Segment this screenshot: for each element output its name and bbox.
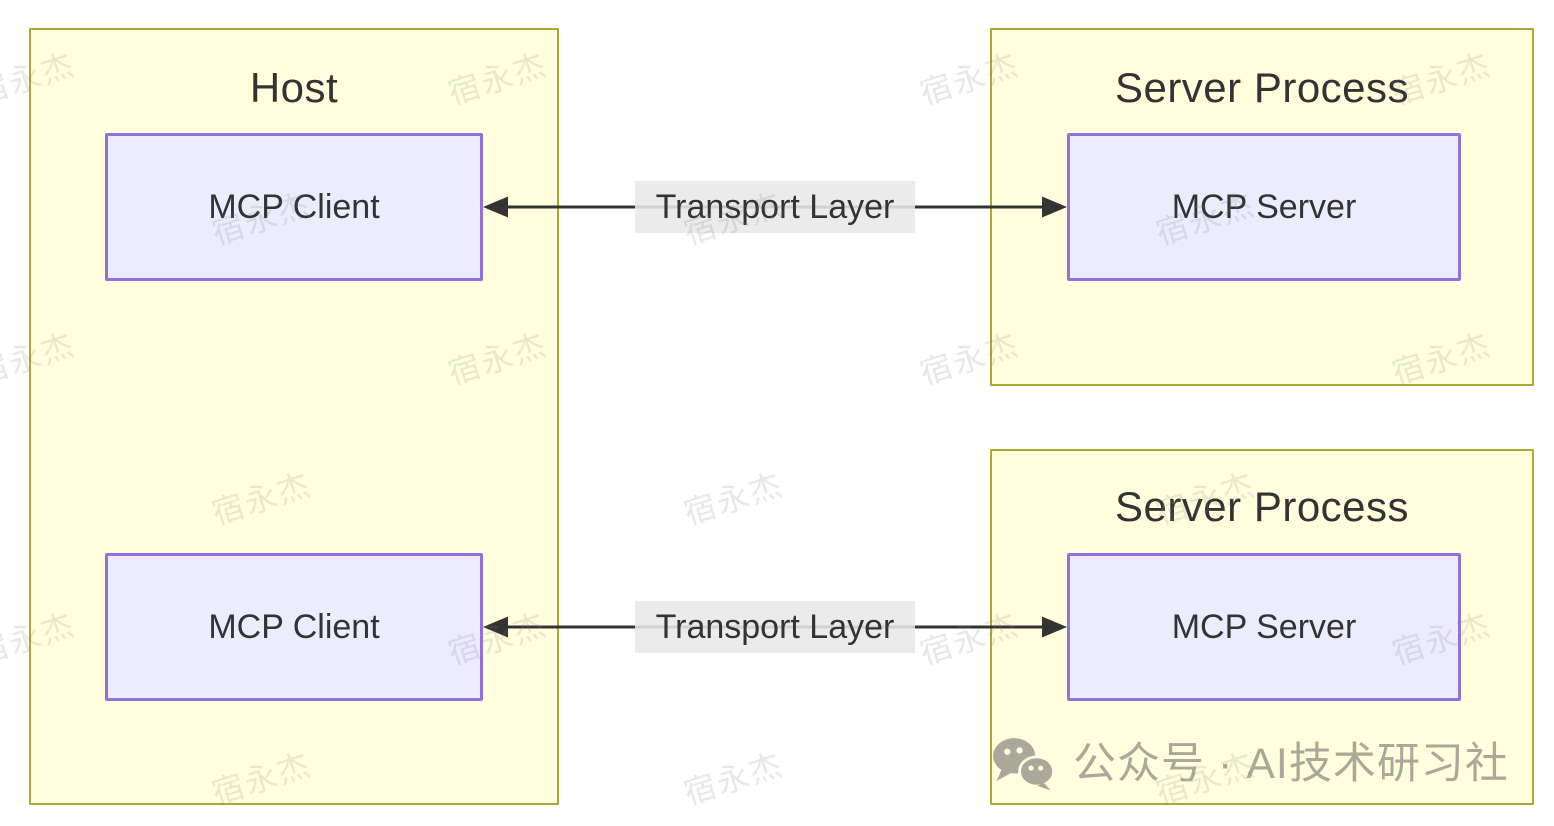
arrowhead-left-icon <box>483 196 508 218</box>
node-mcp-server-1: MCP Server <box>1067 133 1461 281</box>
cluster-server-process-1-title: Server Process <box>1114 64 1410 111</box>
watermark-text: 宿永杰 <box>679 466 788 532</box>
edge-label-transport-layer-2: Transport Layer <box>635 601 915 653</box>
footer-wechat-branding: 公众号 · AI技术研习社 <box>991 734 1509 794</box>
node-mcp-server-2: MCP Server <box>1067 553 1461 701</box>
cluster-host-title: Host <box>249 64 339 111</box>
node-mcp-client-2: MCP Client <box>105 553 483 701</box>
arrowhead-right-icon <box>1042 616 1067 638</box>
footer-account-text: 公众号 · AI技术研习社 <box>1073 740 1509 788</box>
edge-label-transport-layer-1: Transport Layer <box>635 181 915 233</box>
arrowhead-right-icon <box>1042 196 1067 218</box>
arrowhead-left-icon <box>483 616 508 638</box>
wechat-icon <box>993 738 1055 791</box>
node-mcp-client-1: MCP Client <box>105 133 483 281</box>
watermark-text: 宿永杰 <box>679 746 788 812</box>
cluster-server-process-2-title: Server Process <box>1114 483 1410 530</box>
